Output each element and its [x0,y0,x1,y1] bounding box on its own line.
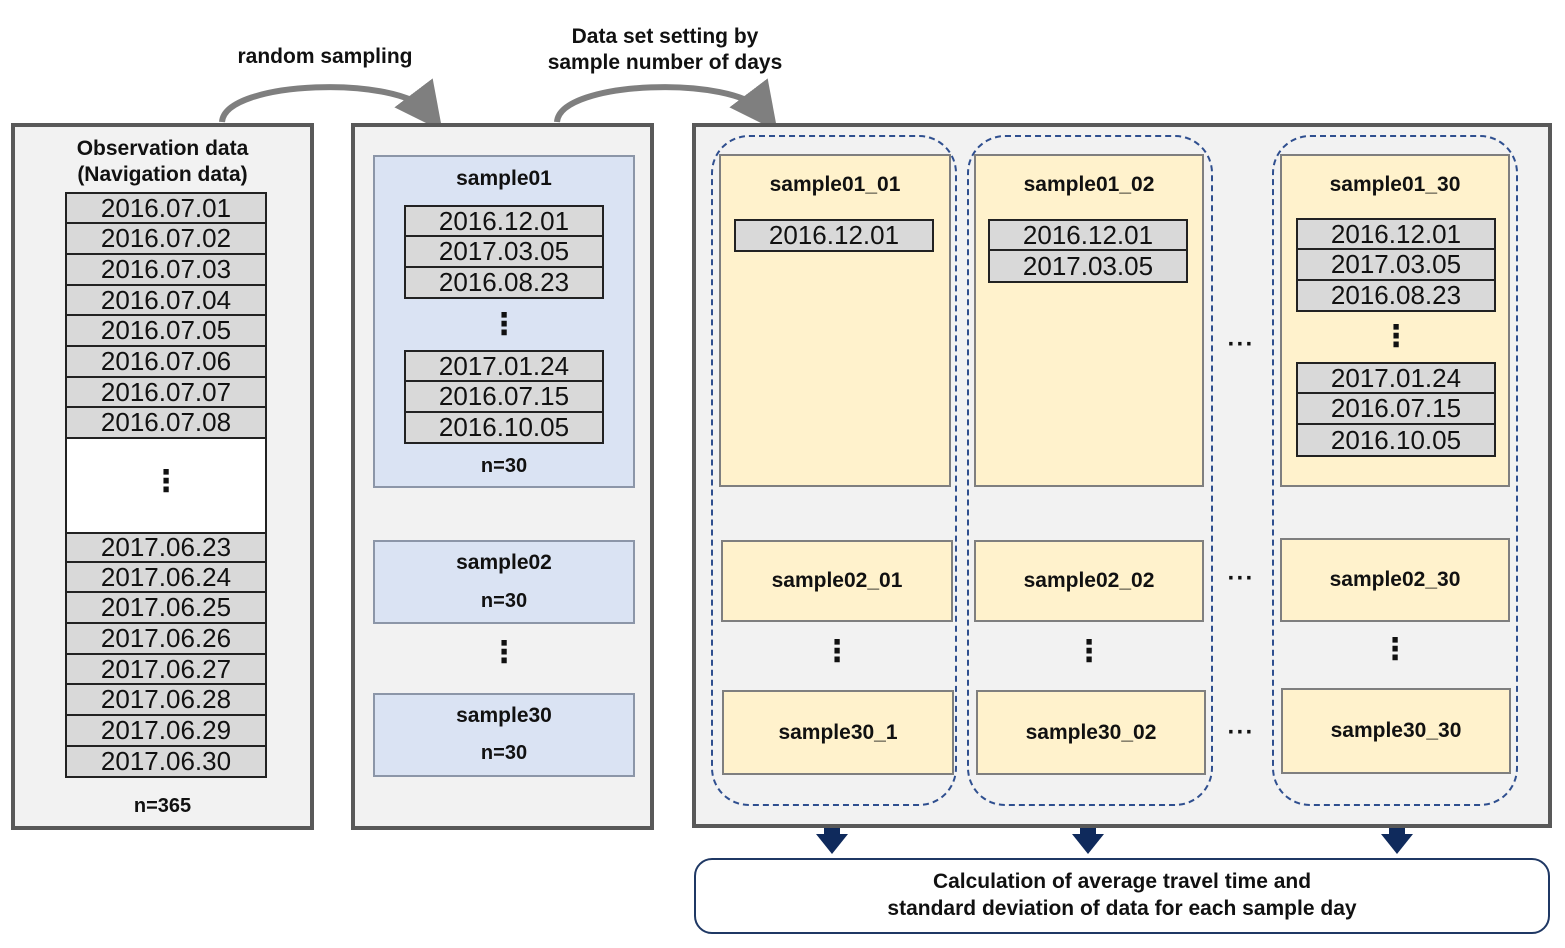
dataset-hdots-top: ··· [1227,331,1255,358]
dataset-col1-date: 2016.12.01 [734,219,934,252]
observation-date: 2017.06.26 [65,623,267,655]
dataset-column-1-group [711,135,957,806]
sample01-date: 2017.01.24 [404,350,604,382]
sample01-count: n=30 [480,454,528,477]
dataset-col3-top-title: sample01_30 [1329,173,1461,196]
dataset-col2-top-title: sample01_02 [1023,173,1155,196]
dataset-setting-label-line1: Data set setting by [571,25,759,48]
observation-date: 2016.07.05 [65,315,267,347]
sample01-ellipsis: ⋮ [489,308,519,341]
dataset-col3-middle: sample02_30 [1280,538,1510,622]
observation-date: 2017.06.23 [65,532,267,563]
observation-date: 2016.07.08 [65,407,267,439]
samples-between-ellipsis: ⋮ [489,636,519,669]
dataset-setting-arrow [554,78,778,132]
dataset-col2-date: 2017.03.05 [988,251,1188,283]
observation-date: 2016.07.02 [65,223,267,255]
observation-ellipsis: ⋮ [151,465,181,498]
sample30-box [373,693,635,777]
observation-date: 2017.06.29 [65,715,267,747]
dataset-col3-ellipsis: ⋮ [1380,633,1410,666]
dataset-col3-date: 2016.08.23 [1296,280,1496,312]
dataset-col2-date: 2016.12.01 [988,219,1188,251]
observation-date: 2017.06.25 [65,592,267,624]
dataset-col2-ellipsis: ⋮ [1074,635,1104,668]
observation-date: 2016.07.07 [65,377,267,408]
sample01-date: 2016.12.01 [404,205,604,237]
observation-date: 2017.06.28 [65,684,267,716]
dataset-hdots-bottom: ··· [1227,719,1255,746]
dataset-col3-top-ellipsis: ⋮ [1381,320,1411,353]
observation-date: 2016.07.01 [65,192,267,224]
observation-date: 2016.07.03 [65,254,267,286]
result-line1: Calculation of average travel time and [932,870,1312,893]
dataset-col1-middle: sample02_01 [721,540,953,622]
sample02-title: sample02 [456,551,552,574]
sample30-count: n=30 [480,741,528,764]
observation-date: 2017.06.27 [65,654,267,685]
dataset-col3-date: 2016.12.01 [1296,218,1496,250]
random-sampling-arrow [219,78,443,132]
observation-count: n=365 [133,794,192,817]
dataset-column-2-group [967,135,1213,806]
observation-title-line2: (Navigation data) [77,163,248,186]
dataset-col1-ellipsis: ⋮ [822,635,852,668]
dataset-col3-date: 2016.10.05 [1296,425,1496,457]
sample02-count: n=30 [480,589,528,612]
dataset-col2-top-box [974,154,1204,487]
dataset-col3-date: 2016.07.15 [1296,393,1496,425]
sample01-date: 2016.10.05 [404,412,604,444]
random-sampling-label: random sampling [237,45,413,68]
observation-date: 2017.06.30 [65,746,267,778]
dataset-column-3-group [1272,135,1518,806]
observation-date: 2016.07.06 [65,346,267,378]
dataset-col1-top-title: sample01_01 [769,173,901,196]
observation-date: 2016.07.04 [65,285,267,316]
observation-title-line1: Observation data [76,137,249,160]
dataset-col1-top-box [719,154,951,487]
dataset-col3-bottom: sample30_30 [1281,688,1511,774]
dataset-col3-date: 2017.01.24 [1296,362,1496,394]
dataset-hdots-middle: ··· [1227,565,1255,592]
sample02-box [373,540,635,624]
sample01-date: 2016.08.23 [404,267,604,299]
dataset-setting-label-line2: sample number of days [547,51,783,74]
sample01-date: 2016.07.15 [404,381,604,413]
observation-date: 2017.06.24 [65,562,267,593]
dataset-col2-middle: sample02_02 [974,540,1204,622]
dataset-col1-bottom: sample30_1 [722,690,954,775]
result-box [694,858,1550,934]
sample30-title: sample30 [456,704,552,727]
dataset-col2-bottom: sample30_02 [976,690,1206,775]
result-line2: standard deviation of data for each samp… [887,897,1357,920]
dataset-col3-date: 2017.03.05 [1296,249,1496,281]
sample01-date: 2017.03.05 [404,236,604,268]
sample01-title: sample01 [456,167,552,190]
